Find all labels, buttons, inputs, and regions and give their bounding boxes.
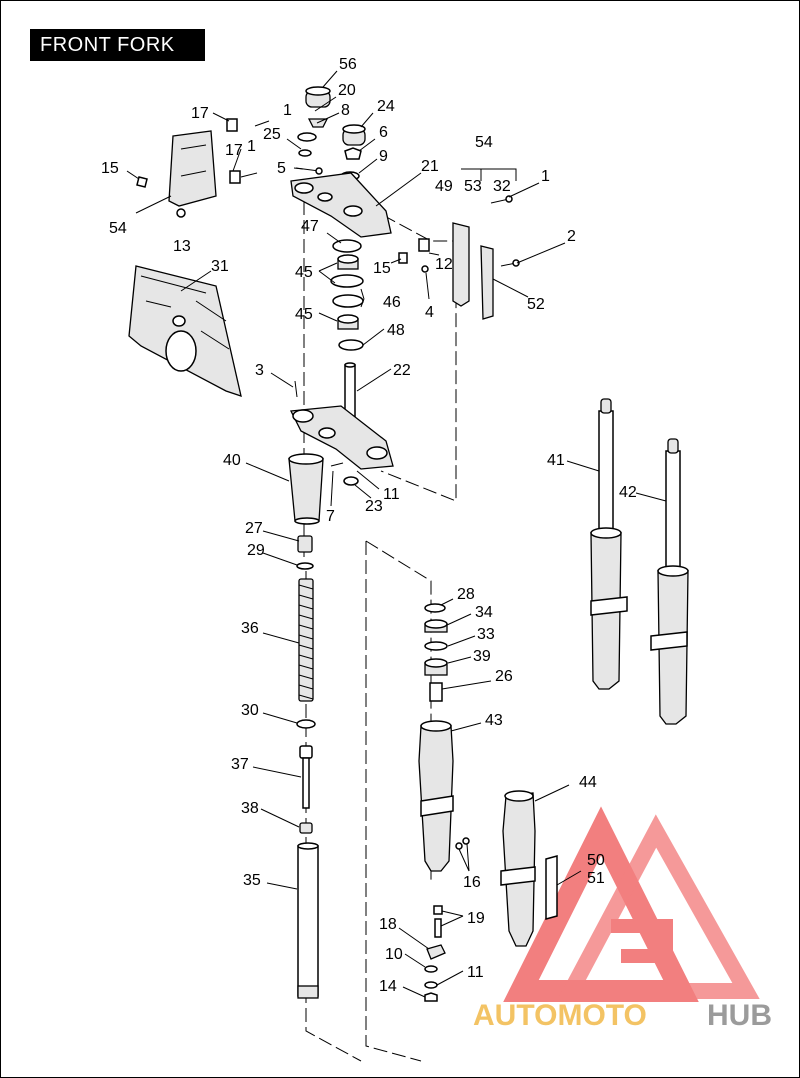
- watermark-text: AUTOMOTO HUB: [473, 999, 772, 1032]
- callout-34: 34: [475, 604, 493, 621]
- callout-54-right: 54: [475, 134, 493, 151]
- steering-stem: [289, 362, 394, 486]
- fork-boot: [288, 453, 324, 525]
- fork-tube: [297, 842, 319, 999]
- page-title: FRONT FORK: [30, 29, 205, 61]
- callout-27: 27: [245, 520, 263, 537]
- callout-23: 23: [365, 498, 383, 515]
- callout-15-left: 15: [101, 160, 119, 177]
- callout-37: 37: [231, 756, 249, 773]
- callout-38: 38: [241, 800, 259, 817]
- callout-6: 6: [379, 124, 388, 141]
- callout-24: 24: [377, 98, 395, 115]
- callout-39: 39: [473, 648, 491, 665]
- callout-33: 33: [477, 626, 495, 643]
- callout-2: 2: [567, 228, 576, 245]
- callout-43: 43: [485, 712, 503, 729]
- callout-49: 49: [435, 178, 453, 195]
- fork-slider-right: [500, 790, 558, 947]
- callout-32: 32: [493, 178, 511, 195]
- callout-20: 20: [338, 82, 356, 99]
- headlamp-nacelle: [128, 265, 242, 397]
- callout-15-right: 15: [373, 260, 391, 277]
- callout-45-top: 45: [295, 264, 313, 281]
- top-hardware: [240, 86, 520, 267]
- axle-hardware: [424, 905, 446, 1002]
- fork-cap: [296, 535, 314, 570]
- callout-18: 18: [379, 916, 397, 933]
- callout-35: 35: [243, 872, 261, 889]
- callout-5: 5: [277, 160, 286, 177]
- callout-8: 8: [341, 102, 350, 119]
- callout-30: 30: [241, 702, 259, 719]
- callout-42: 42: [619, 484, 637, 501]
- callout-51: 51: [587, 870, 605, 887]
- callout-50: 50: [587, 852, 605, 869]
- bearing-stack: [330, 239, 364, 351]
- callout-47: 47: [301, 218, 319, 235]
- callout-17-top: 17: [191, 105, 209, 122]
- callout-1-top: 1: [283, 102, 292, 119]
- watermark-text-main: AUTOMOTO: [473, 999, 647, 1032]
- retaining-ring: [296, 719, 316, 729]
- damper-rod: [299, 745, 313, 809]
- callout-41: 41: [547, 452, 565, 469]
- callout-13: 13: [173, 238, 191, 255]
- fork-spring: [298, 578, 314, 702]
- callout-14: 14: [379, 978, 397, 995]
- callout-11-upper: 11: [383, 486, 400, 503]
- callout-21: 21: [421, 158, 439, 175]
- fork-cover-left: [136, 118, 241, 218]
- callout-1-mid: 1: [247, 138, 256, 155]
- callout-labels: 56 20 8 24 6 9 25 5 21 17 1 17 1 15 54 1…: [101, 56, 637, 995]
- callout-48: 48: [387, 322, 405, 339]
- callout-25: 25: [263, 126, 281, 143]
- callout-10: 10: [385, 946, 403, 963]
- callout-22: 22: [393, 362, 411, 379]
- rebound-spring: [299, 822, 313, 834]
- callout-28: 28: [457, 586, 475, 603]
- callout-52: 52: [527, 296, 545, 313]
- callout-45-bottom: 45: [295, 306, 313, 323]
- callout-53: 53: [464, 178, 482, 195]
- callout-46: 46: [383, 294, 401, 311]
- callout-26: 26: [495, 668, 513, 685]
- callout-12: 12: [435, 256, 453, 273]
- callout-17-mid: 17: [225, 142, 243, 159]
- callout-40: 40: [223, 452, 241, 469]
- callout-16: 16: [463, 874, 481, 891]
- callout-9: 9: [379, 148, 388, 165]
- callout-19: 19: [467, 910, 485, 927]
- callout-54-left: 54: [109, 220, 127, 237]
- callout-29: 29: [247, 542, 265, 559]
- seal-stack: [424, 603, 448, 702]
- fork-slider-left: [418, 720, 470, 872]
- callout-11-lower: 11: [467, 964, 484, 981]
- fork-assembly-42: [650, 438, 689, 725]
- callout-44: 44: [579, 774, 597, 791]
- callout-7: 7: [326, 508, 335, 525]
- callout-56: 56: [339, 56, 357, 73]
- callout-3: 3: [255, 362, 264, 379]
- callout-4: 4: [425, 304, 434, 321]
- fork-assembly-41: [590, 398, 628, 690]
- watermark-logo: [503, 806, 760, 1002]
- callout-31: 31: [211, 258, 229, 275]
- callout-1-right: 1: [541, 168, 550, 185]
- mounting-brackets: [398, 222, 494, 320]
- callout-36: 36: [241, 620, 259, 637]
- watermark-text-hub: HUB: [707, 999, 772, 1032]
- leader-lines: [126, 70, 667, 998]
